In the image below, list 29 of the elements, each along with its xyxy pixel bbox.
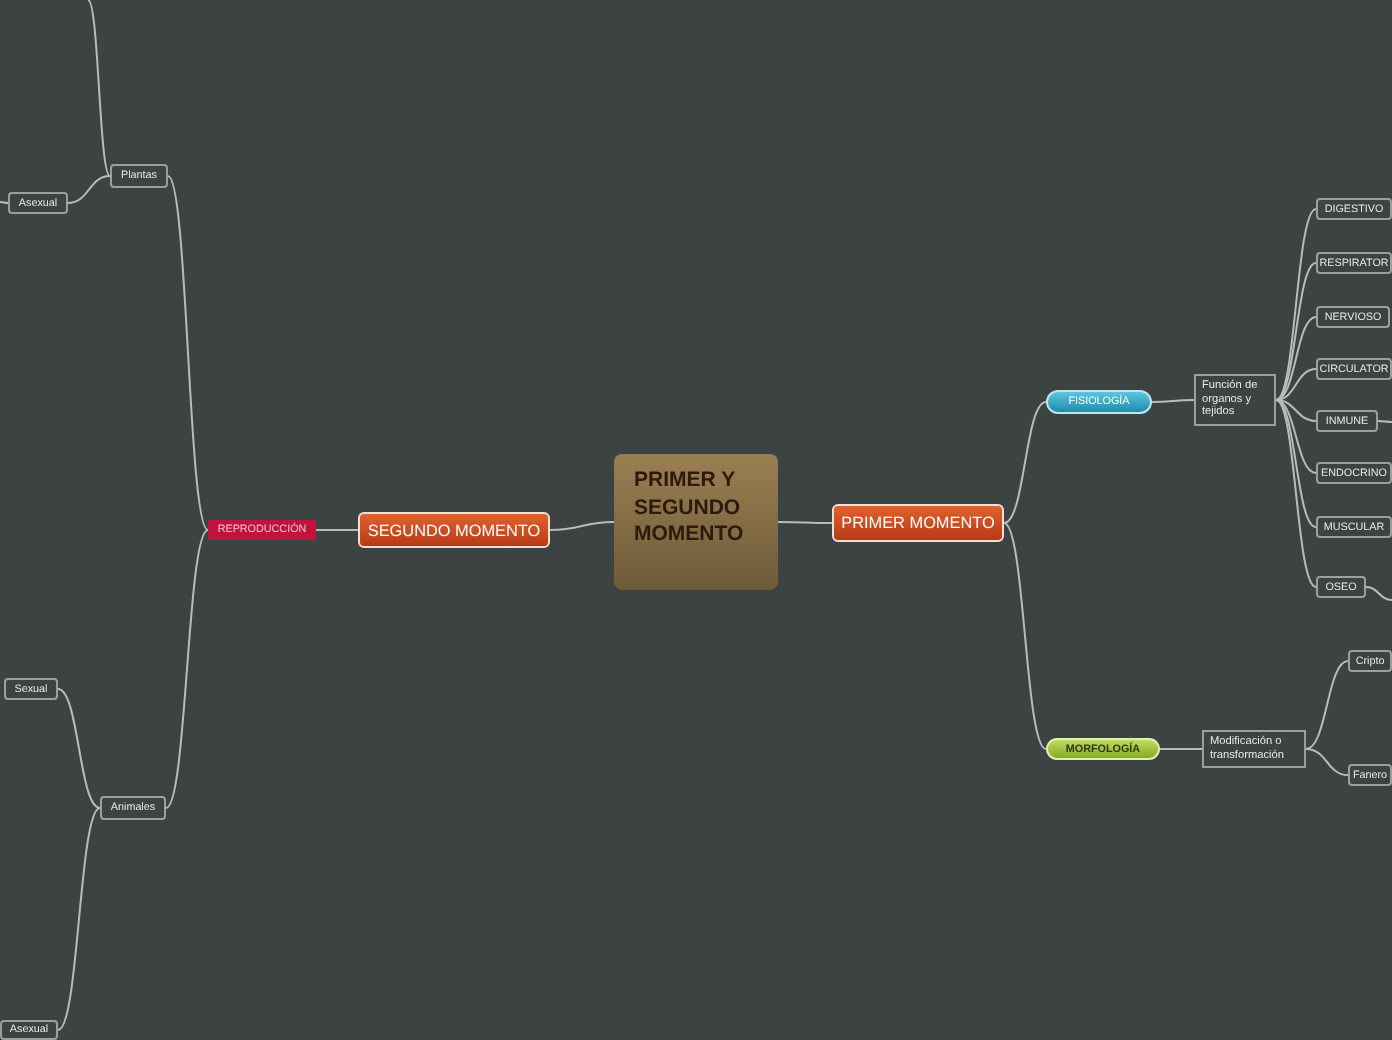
connector-line xyxy=(1275,399,1317,588)
connector-line xyxy=(1151,399,1195,403)
connector-line xyxy=(1003,401,1047,524)
topic-box: PRIMER MOMENTO xyxy=(832,504,1004,542)
connector-line xyxy=(87,0,111,177)
connector-line xyxy=(67,175,111,204)
connector-line xyxy=(1275,316,1317,401)
connector-line xyxy=(1377,420,1392,423)
connector-line xyxy=(167,175,209,531)
connector-line xyxy=(1275,399,1317,422)
connector-line xyxy=(0,201,9,204)
connector-line xyxy=(57,807,101,1031)
connector-line xyxy=(1159,748,1203,750)
connector-line xyxy=(1275,399,1317,474)
central-topic-box: PRIMER Y SEGUNDO MOMENTO xyxy=(614,454,778,590)
connector-line xyxy=(315,529,359,531)
connector-line xyxy=(1305,748,1349,776)
connector-line xyxy=(1275,262,1317,401)
connector-line xyxy=(1305,660,1349,750)
connector-line xyxy=(1365,586,1392,601)
connector-line xyxy=(165,529,209,809)
connector-line xyxy=(549,521,615,531)
topic-box: SEGUNDO MOMENTO xyxy=(358,512,550,548)
connector-line xyxy=(777,521,833,524)
connector-line xyxy=(1275,399,1317,528)
connector-line xyxy=(57,688,101,809)
connector-line xyxy=(1275,208,1317,401)
connector-line xyxy=(1275,368,1317,401)
connector-line xyxy=(1003,522,1047,750)
